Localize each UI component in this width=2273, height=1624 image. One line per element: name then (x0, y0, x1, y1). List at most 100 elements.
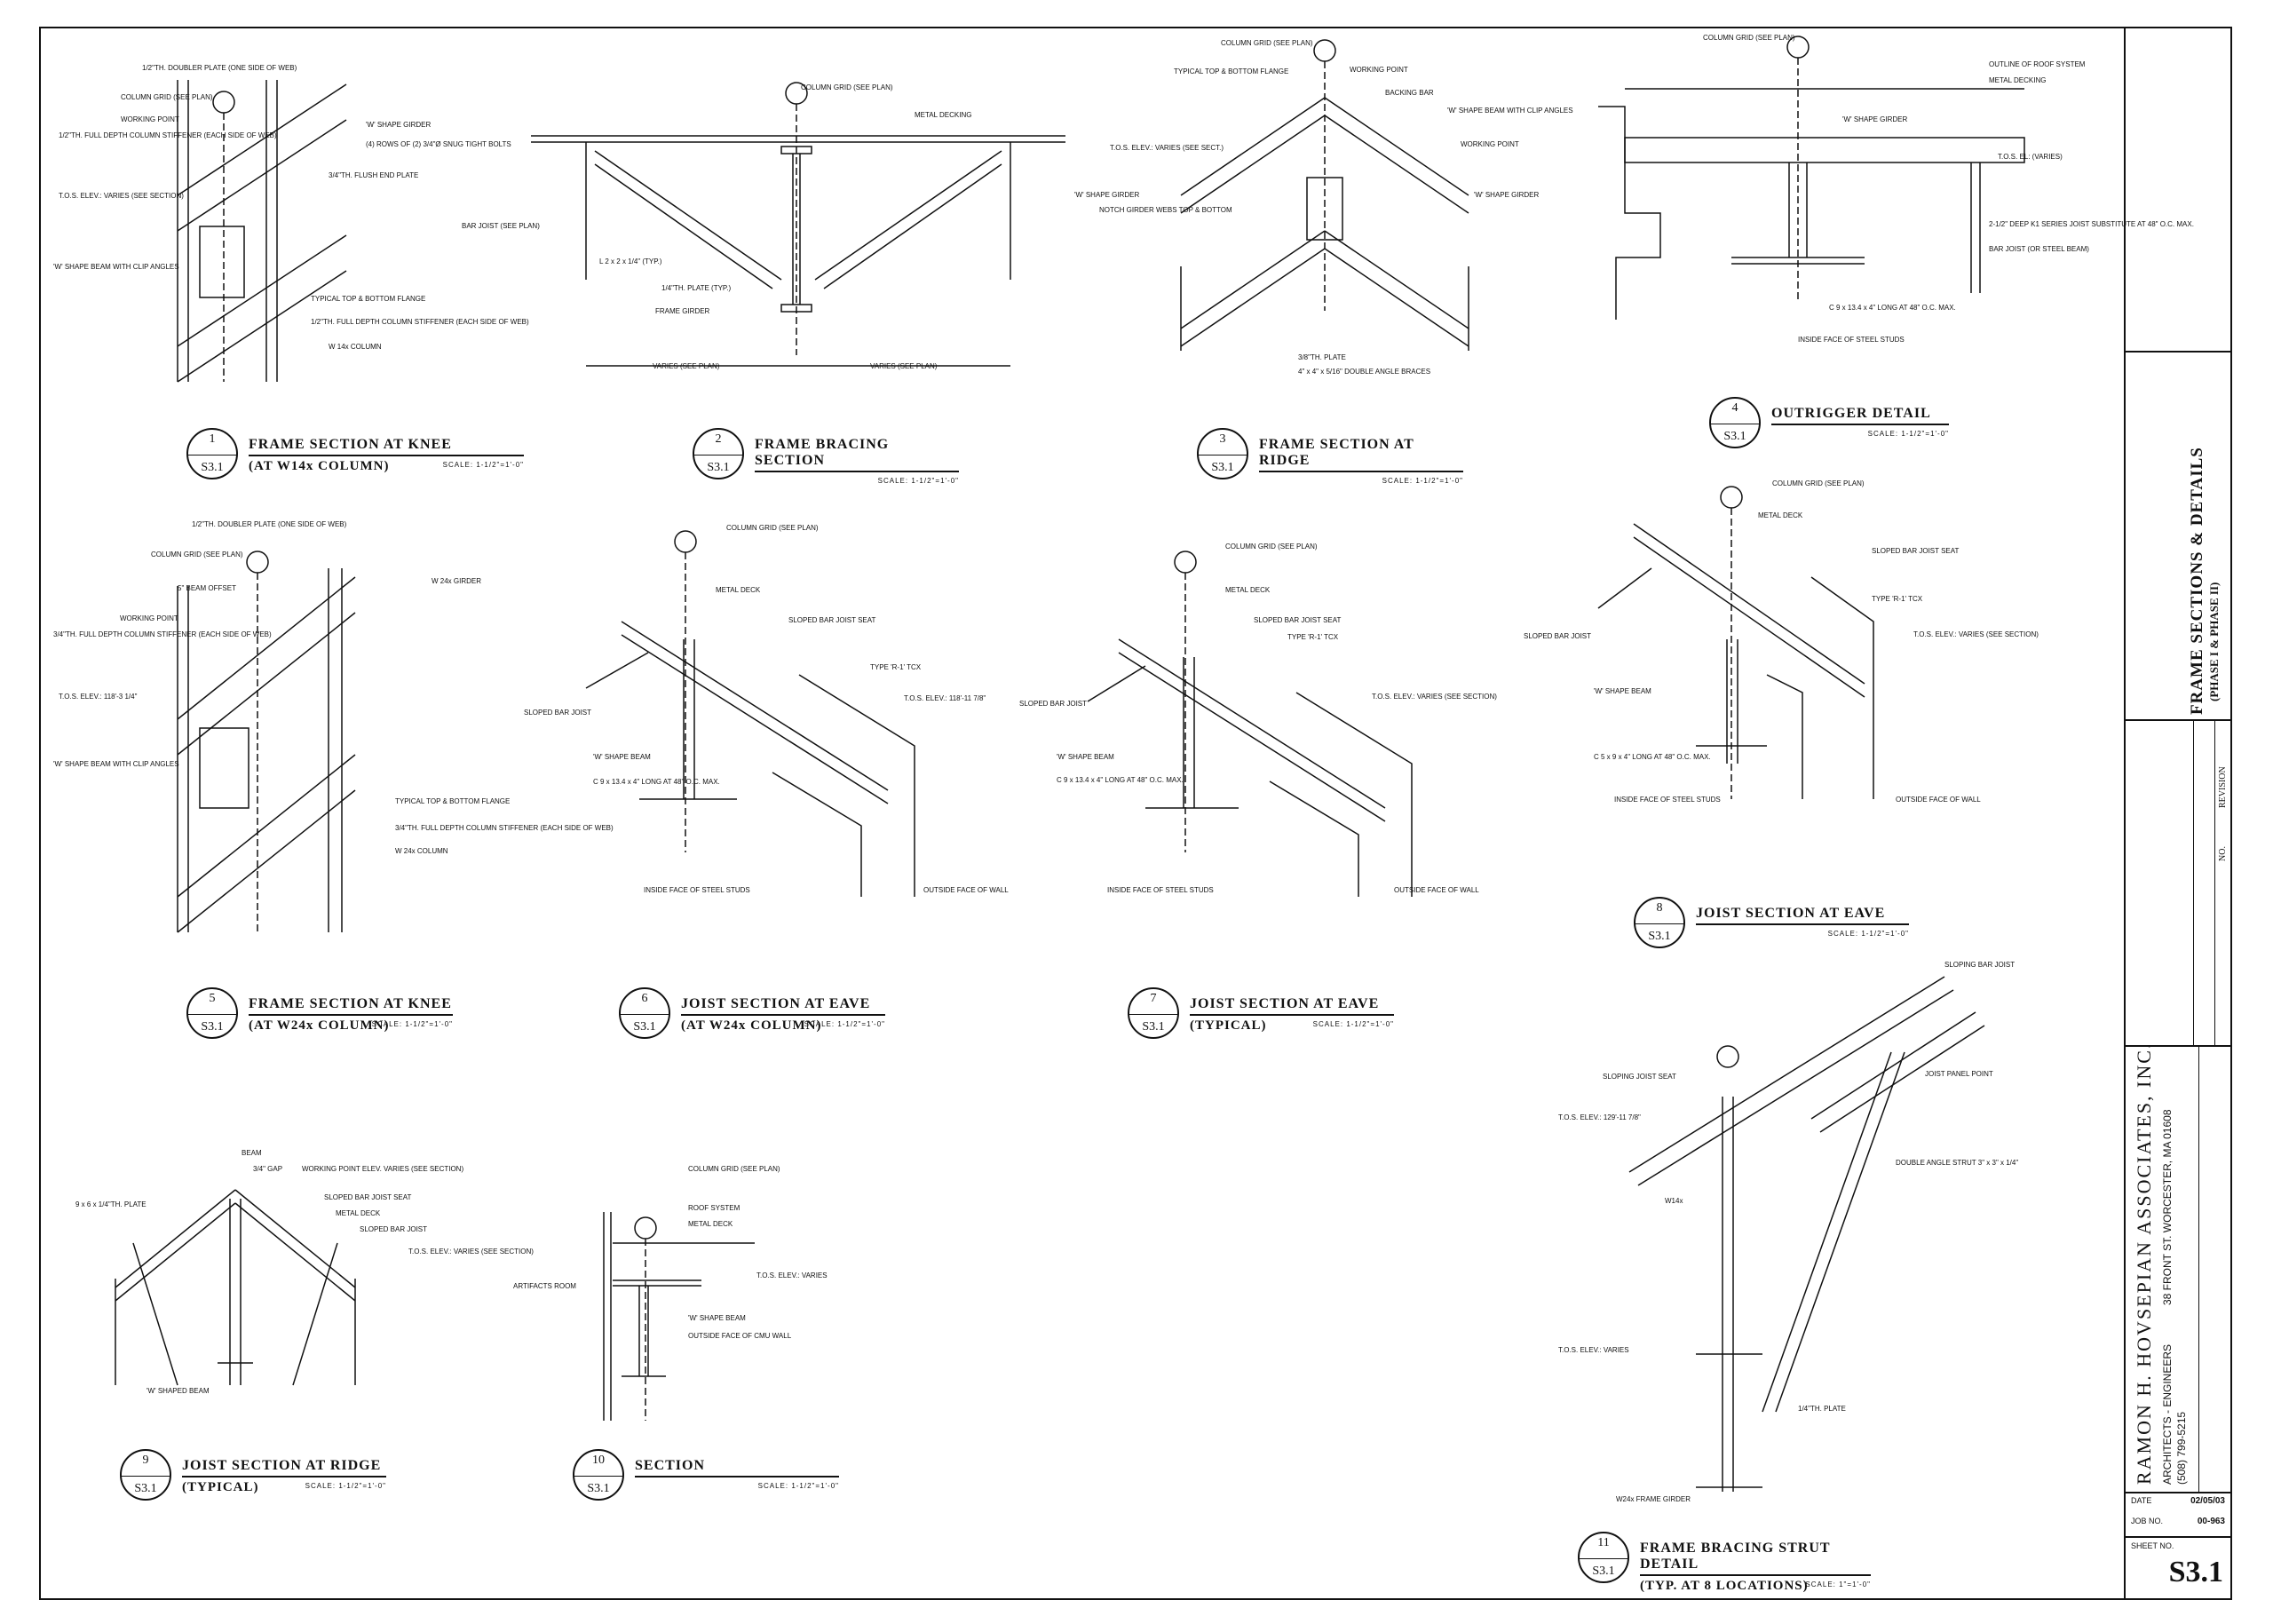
scale-text: SCALE: 1-1/2"=1'-0" (1867, 430, 1949, 438)
note: COLUMN GRID (SEE PLAN) (1772, 479, 1865, 487)
note: SLOPED BAR JOIST SEAT (788, 616, 876, 624)
note: T.O.S. ELEV.: VARIES (SEE SECTION) (1372, 693, 1497, 701)
note: T.O.S. ELEV.: 118'-11 7/8" (904, 694, 986, 702)
note: BACKING BAR (1385, 89, 1434, 97)
scale-text: SCALE: 1-1/2"=1'-0" (442, 461, 524, 469)
detail-4-linework (1598, 36, 2025, 320)
note: T.O.S. ELEV.: VARIES (SEE SECTION) (408, 1248, 534, 1256)
note: VARIES (SEE PLAN) (653, 362, 720, 370)
note: OUTSIDE FACE OF CMU WALL (688, 1332, 792, 1340)
note: SLOPED BAR JOIST SEAT (1254, 616, 1342, 624)
note: 9 x 6 x 1/4"TH. PLATE (75, 1200, 147, 1208)
sheet-subtitle: (PHASE I & PHASE II) (2207, 582, 2221, 701)
note: TYPICAL TOP & BOTTOM FLANGE (311, 295, 426, 303)
detail-5-linework (177, 551, 356, 933)
note: 'W' SHAPE BEAM (1057, 753, 1114, 761)
sheet-no-value: S3.1 (2168, 1556, 2223, 1588)
detail-3-linework (1180, 39, 1469, 351)
note: VARIES (SEE PLAN) (870, 362, 938, 370)
detail-subtitle: (TYPICAL) (1190, 1018, 1267, 1033)
note: 'W' SHAPE GIRDER (1474, 191, 1540, 199)
detail-title-text: JOIST SECTION AT EAVE (1696, 906, 1886, 921)
scale-text: SCALE: 1-1/2"=1'-0" (877, 477, 959, 485)
note: SLOPED BAR JOIST (1524, 632, 1592, 640)
note: W 14x COLUMN (329, 343, 382, 351)
note: METAL DECK (336, 1209, 381, 1217)
note: T.O.S. ELEV.: VARIES (SEE SECTION) (59, 192, 184, 200)
note: INSIDE FACE OF STEEL STUDS (1107, 886, 1214, 894)
note: COLUMN GRID (SEE PLAN) (121, 93, 213, 101)
note: 3/4"TH. FLUSH END PLATE (329, 171, 419, 179)
note: ARTIFACTS ROOM (513, 1282, 576, 1290)
note: 1/2"TH. DOUBLER PLATE (ONE SIDE OF WEB) (142, 64, 297, 72)
detail-title-text: JOIST SECTION AT EAVE (1190, 996, 1380, 1011)
note: WORKING POINT (1350, 66, 1408, 74)
note: (4) ROWS OF (2) 3/4"Ø SNUG TIGHT BOLTS (366, 140, 511, 148)
note: SLOPED BAR JOIST SEAT (324, 1193, 412, 1201)
note: W24x FRAME GIRDER (1616, 1495, 1691, 1503)
note: DOUBLE ANGLE STRUT 3" x 3" x 1/4" (1896, 1159, 2019, 1167)
date-row: DATE 02/05/03 (2131, 1496, 2230, 1506)
sheet-no-label: SHEET NO. (2131, 1541, 2174, 1550)
scale-text: SCALE: 1-1/2"=1'-0" (305, 1482, 386, 1490)
note: 'W' SHAPE GIRDER (1074, 191, 1140, 199)
note: WORKING POINT (121, 115, 179, 123)
note: 3/8"TH. PLATE (1298, 353, 1346, 361)
detail-title-text: FRAME SECTION AT KNEE (249, 996, 452, 1011)
note: 1/4"TH. PLATE (TYP.) (661, 284, 732, 292)
scale-text: SCALE: 1-1/2"=1'-0" (1827, 930, 1909, 938)
note: COLUMN GRID (SEE PLAN) (1221, 39, 1313, 47)
note: BEAM (242, 1149, 262, 1157)
note: T.O.S. ELEV.: 129'-11 7/8" (1558, 1113, 1641, 1121)
note: WORKING POINT (120, 614, 178, 622)
firm-phone: (508) 799-5215 (2175, 1411, 2188, 1485)
note: TYPE 'R-1' TCX (870, 663, 922, 671)
detail-7-linework (1087, 551, 1413, 897)
note: METAL DECKING (1989, 76, 2047, 84)
note: 'W' SHAPE BEAM (688, 1314, 746, 1322)
detail-title-text: FRAME SECTION AT RIDGE (1259, 437, 1414, 468)
note: INSIDE FACE OF STEEL STUDS (1798, 336, 1905, 344)
note: METAL DECKING (915, 111, 972, 119)
note: FRAME GIRDER (655, 307, 710, 315)
note: WORKING POINT (1461, 140, 1519, 148)
note: BAR JOIST (OR STEEL BEAM) (1989, 245, 2089, 253)
detail-1-linework (177, 80, 347, 383)
note: NOTCH GIRDER WEBS TOP & BOTTOM (1099, 206, 1232, 214)
note: 2-1/2" DEEP K1 SERIES JOIST SUBSTITUTE A… (1989, 220, 2194, 228)
note: OUTSIDE FACE OF WALL (1394, 886, 1479, 894)
detail-subtitle: (TYPICAL) (182, 1480, 259, 1494)
note: SLOPED BAR JOIST (1019, 700, 1088, 708)
note: SLOPING JOIST SEAT (1603, 1073, 1676, 1081)
note: METAL DECK (716, 586, 761, 594)
note: TYPICAL TOP & BOTTOM FLANGE (1174, 67, 1289, 75)
detail-title-text: FRAME BRACING SECTION (755, 437, 890, 468)
detail-title-text: FRAME BRACING STRUT DETAIL (1640, 1541, 1831, 1572)
scale-text: SCALE: 1-1/2"=1'-0" (804, 1020, 885, 1028)
note: 'W' SHAPE BEAM (593, 753, 651, 761)
note: C 9 x 13.4 x 4" LONG AT 48" O.C. MAX. (593, 778, 720, 786)
date-label: DATE (2131, 1496, 2152, 1505)
note: T.O.S. ELEV.: 118'-3 1/4" (59, 693, 138, 701)
job-row: JOB NO. 00-963 (2131, 1517, 2230, 1526)
detail-title-text: OUTRIGGER DETAIL (1771, 406, 1931, 421)
note: COLUMN GRID (SEE PLAN) (151, 551, 243, 558)
note: OUTLINE OF ROOF SYSTEM (1989, 60, 2086, 68)
note: METAL DECK (688, 1220, 733, 1228)
note: 'W' SHAPE BEAM WITH CLIP ANGLES (53, 263, 179, 271)
detail-9-linework (115, 1189, 356, 1386)
job-label: JOB NO. (2131, 1517, 2164, 1525)
note: T.O.S. EL: (VARIES) (1998, 153, 2063, 161)
